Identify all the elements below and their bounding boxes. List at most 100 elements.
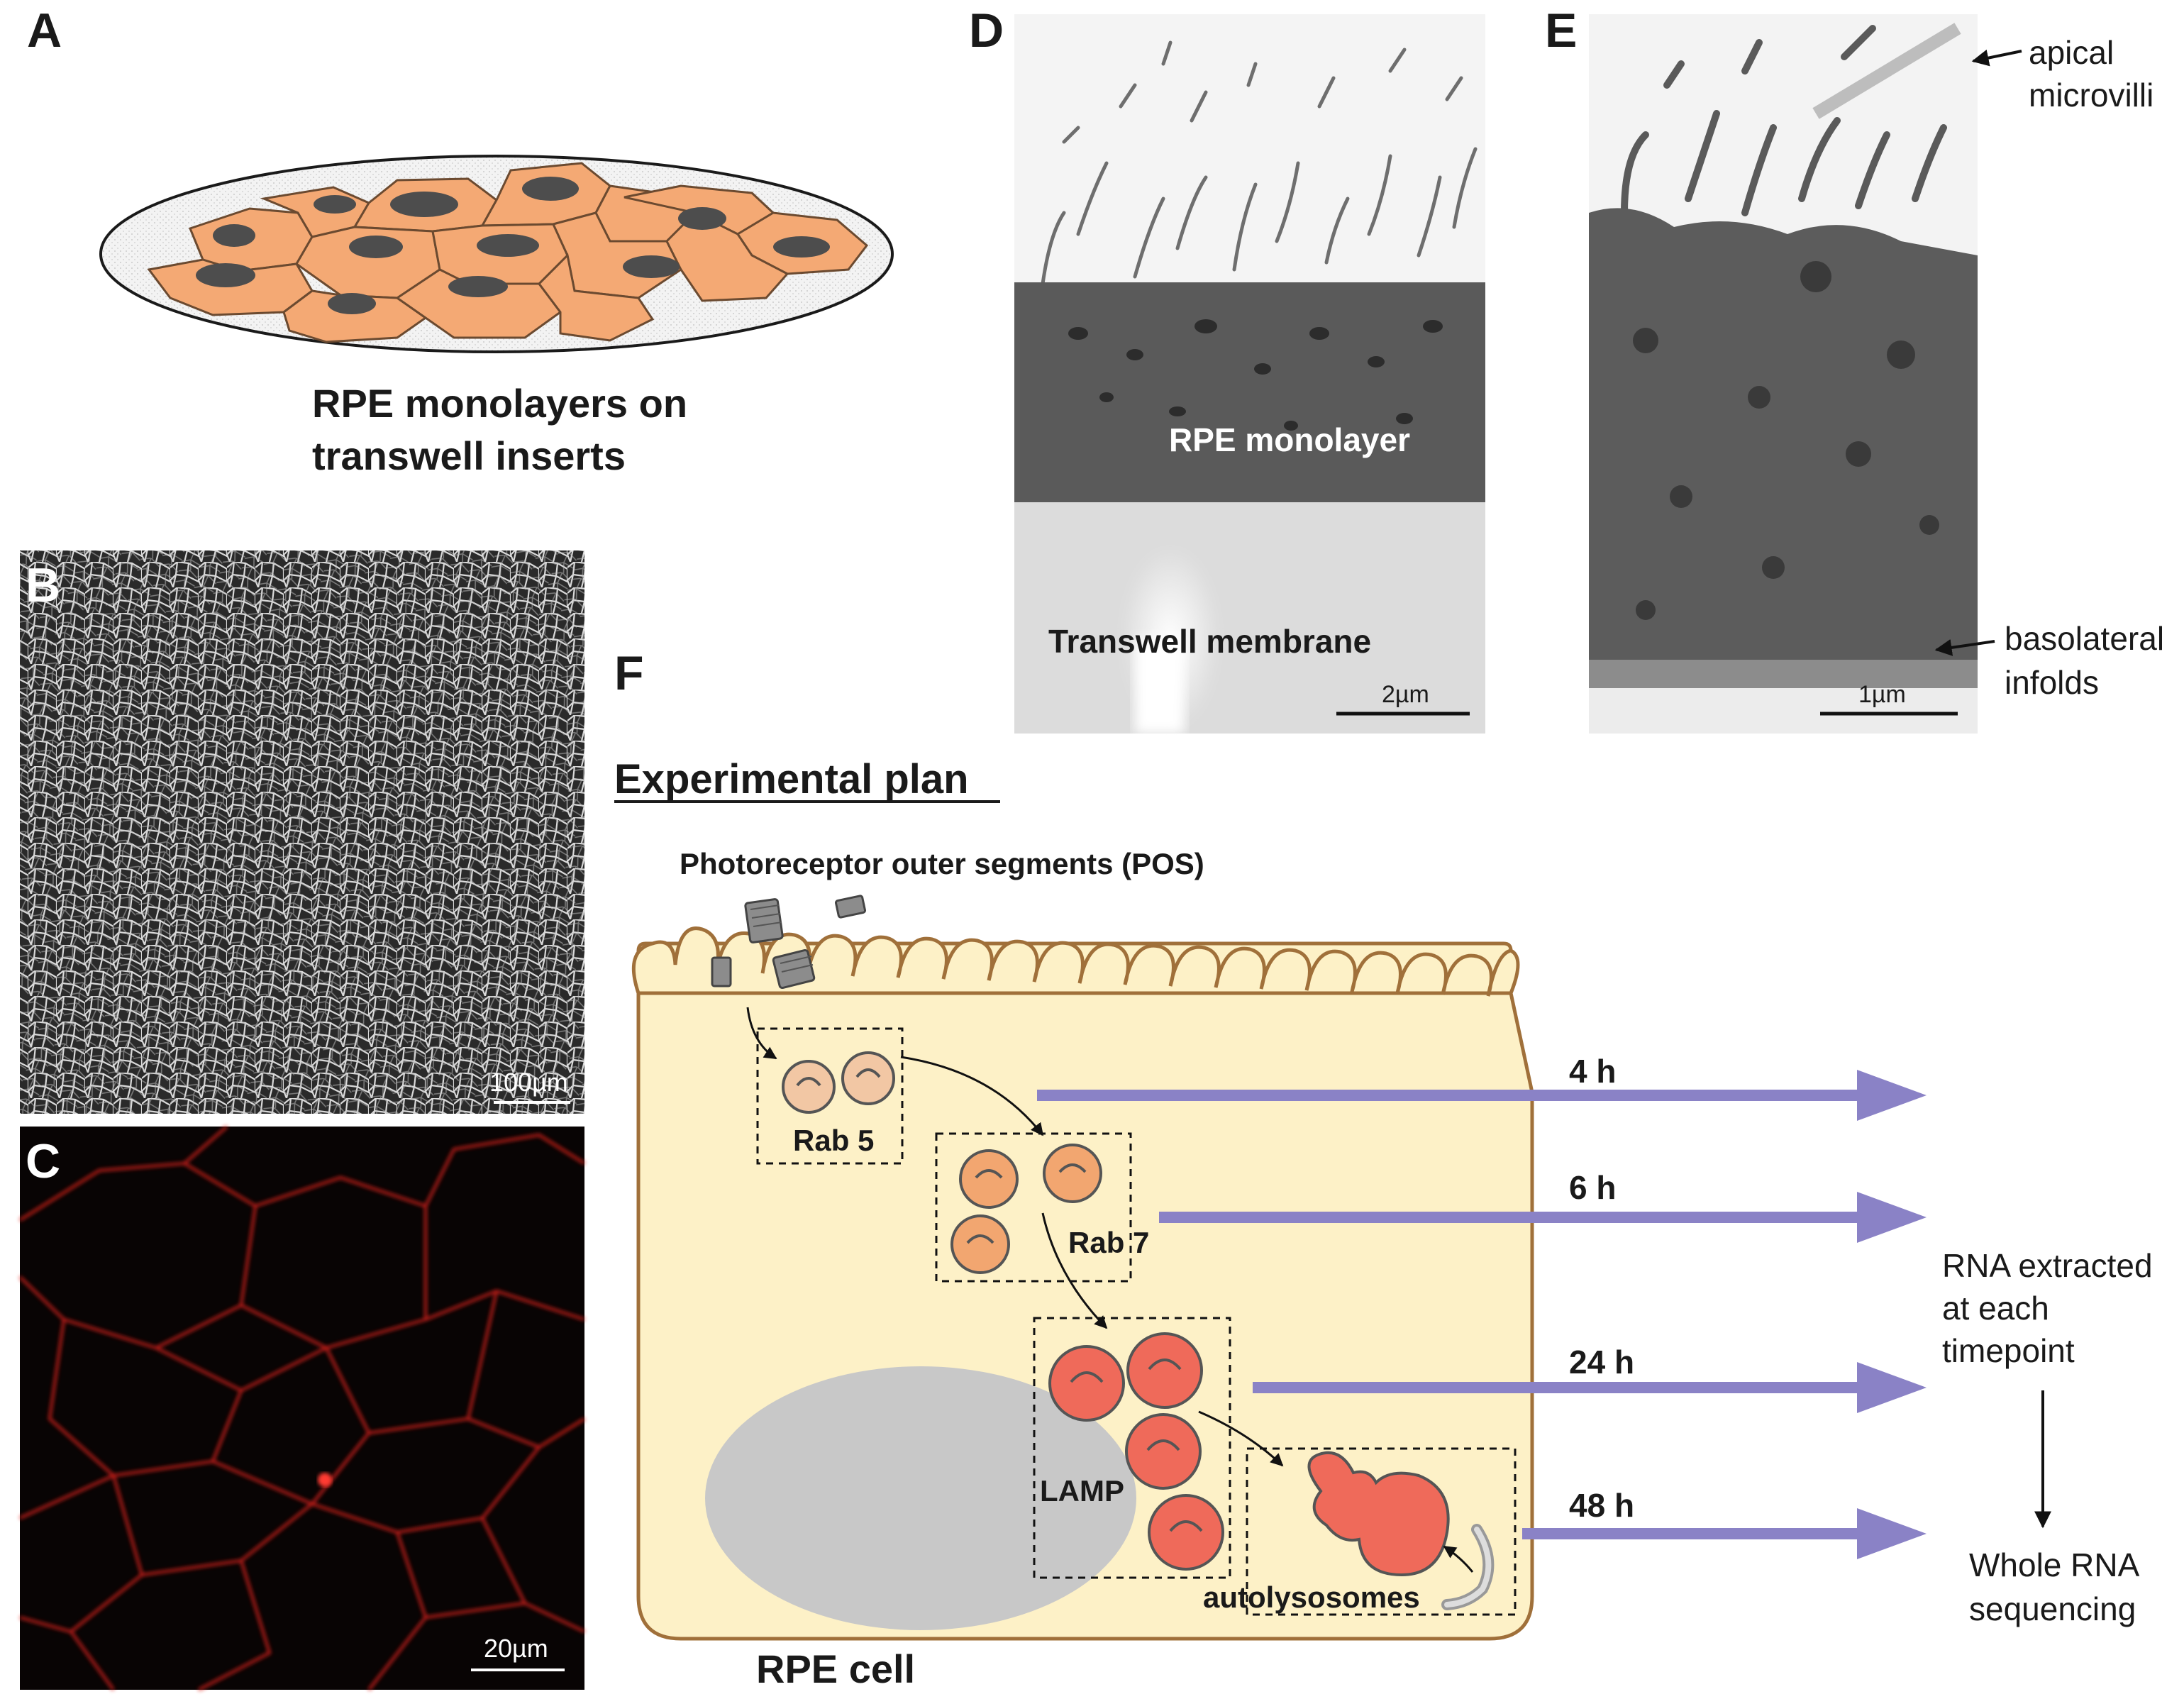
panel-b: B 100µm xyxy=(20,550,584,1114)
microvilli-e xyxy=(1621,25,1947,216)
phagosome xyxy=(1043,1144,1102,1203)
microvilli-d xyxy=(1041,40,1478,286)
panel-f-title: Experimental plan xyxy=(614,756,969,802)
pos-stripes xyxy=(750,904,814,973)
cell-shape xyxy=(538,253,655,342)
rab7-phagosomes xyxy=(950,1144,1102,1274)
panel-e-letter: E xyxy=(1545,4,1577,57)
membrane-pore-bright xyxy=(1135,638,1185,734)
membrane-e xyxy=(1589,688,1978,734)
pos-stack-1 xyxy=(744,898,784,943)
nucleus xyxy=(213,224,255,247)
timepoint-label-6h: 6 h xyxy=(1569,1169,1616,1206)
rab5-compartment-box xyxy=(756,1027,904,1165)
panel-d-scale-label: 2µm xyxy=(1382,681,1429,708)
rpe-cell-label: RPE cell xyxy=(756,1647,915,1691)
nucleus xyxy=(328,293,376,314)
organelles-e xyxy=(1633,261,1939,620)
panel-a-letter: A xyxy=(27,4,62,57)
phagosome xyxy=(782,1060,836,1114)
nucleus xyxy=(522,177,579,201)
tight-junction-network xyxy=(18,1125,586,1691)
rpe-cytoplasm-e xyxy=(1589,208,1978,734)
phagosome xyxy=(950,1214,1010,1274)
rpe-cell-cluster xyxy=(147,162,869,343)
panel-c-letter: C xyxy=(26,1134,60,1188)
panel-e-apical-line2: microvilli xyxy=(2029,77,2153,114)
nucleus xyxy=(773,236,830,258)
arrow-pos-rab5 xyxy=(746,1007,777,1060)
rna-extracted-line2: at each xyxy=(1942,1290,2049,1327)
panel-b-scale-label: 100µm xyxy=(489,1068,568,1097)
panel-c: C 20µm xyxy=(18,1125,586,1691)
sequencing-line2: sequencing xyxy=(1969,1590,2136,1627)
arrow-24h-shaft xyxy=(1253,1382,1895,1393)
nucleus xyxy=(349,236,403,258)
lysosome xyxy=(1148,1494,1224,1571)
pos-label: Photoreceptor outer segments (POS) xyxy=(680,847,1204,880)
nuclei xyxy=(196,177,830,314)
lamp-label: LAMP xyxy=(1040,1474,1124,1507)
pos-stack-2 xyxy=(834,895,867,919)
panel-b-letter: B xyxy=(26,558,60,612)
panel-f: F Experimental plan Photoreceptor outer … xyxy=(614,646,2153,1691)
arrow-rab7-lamp xyxy=(1041,1212,1108,1329)
panel-d-monolayer-label: RPE monolayer xyxy=(1169,421,1410,458)
phagosome xyxy=(841,1051,895,1105)
nucleus xyxy=(196,263,255,287)
arrow-24h-head xyxy=(1857,1362,1927,1413)
transwell-membrane-layer xyxy=(1014,502,1485,734)
rpe-monolayer-layer xyxy=(1014,282,1485,502)
rab5-phagosomes xyxy=(782,1051,895,1114)
panel-e-scale-label: 1µm xyxy=(1858,681,1906,708)
lysosome xyxy=(1126,1332,1203,1409)
lysosome xyxy=(1125,1413,1202,1490)
panel-d-letter: D xyxy=(969,4,1004,57)
nucleus xyxy=(623,255,680,278)
nucleus xyxy=(448,276,508,297)
panel-e-basolateral-line2: infolds xyxy=(2005,664,2099,701)
pos-stack-4 xyxy=(711,956,732,987)
arrow-48h-head xyxy=(1857,1508,1927,1559)
rna-extracted-line1: RNA extracted xyxy=(1942,1247,2153,1284)
timepoint-label-4h: 4 h xyxy=(1569,1053,1616,1090)
nucleus xyxy=(390,192,458,217)
rpe-nucleus xyxy=(705,1366,1136,1630)
lamp-compartment-box xyxy=(1033,1317,1231,1579)
panel-d-membrane-label: Transwell membrane xyxy=(1048,623,1371,660)
rna-extracted-line3: timepoint xyxy=(1942,1332,2075,1369)
timepoint-label-48h: 48 h xyxy=(1569,1487,1634,1524)
nucleus xyxy=(477,234,539,257)
arrow-6h-shaft xyxy=(1159,1212,1895,1223)
panel-b-texture xyxy=(20,550,584,1114)
apical-space xyxy=(1014,14,1485,284)
fluor-spot xyxy=(318,1473,332,1487)
arrow-4h-shaft xyxy=(1037,1090,1895,1101)
arrow-4h-head xyxy=(1857,1070,1927,1121)
basolateral-infold-layer xyxy=(1589,660,1978,688)
microvillus-bright xyxy=(1812,23,1961,119)
lamp-lysosomes xyxy=(1048,1332,1224,1571)
nucleus xyxy=(314,195,356,214)
panel-f-letter: F xyxy=(614,646,644,700)
panel-e-basolateral-line1: basolateral xyxy=(2005,620,2164,657)
sequencing-line1: Whole RNA xyxy=(1969,1546,2140,1583)
trafficking-arrows xyxy=(746,1007,1474,1573)
apical-arrow xyxy=(1971,49,2022,67)
autolysosome-compartment-box xyxy=(1246,1447,1517,1616)
lysosome xyxy=(1048,1345,1125,1422)
panel-a: A xyxy=(27,4,894,478)
panel-d: D RPE monolayer Transwell membrane xyxy=(969,4,1485,734)
organelles-d xyxy=(1068,319,1443,431)
autolysosome-label: autolysosomes xyxy=(1203,1581,1420,1614)
rab5-label: Rab 5 xyxy=(793,1124,874,1157)
timepoint-arrows xyxy=(1037,1070,1927,1559)
panel-a-caption-line1: RPE monolayers on xyxy=(312,381,687,426)
nucleus xyxy=(678,207,726,230)
rab7-compartment-box xyxy=(935,1132,1132,1283)
panel-a-caption-line2: transwell inserts xyxy=(312,433,626,478)
arrow-lamp-auto xyxy=(1198,1410,1284,1467)
arrow-6h-head xyxy=(1857,1192,1927,1243)
panel-e: E 1µm apical microvilli basolateral info… xyxy=(1545,4,2164,734)
